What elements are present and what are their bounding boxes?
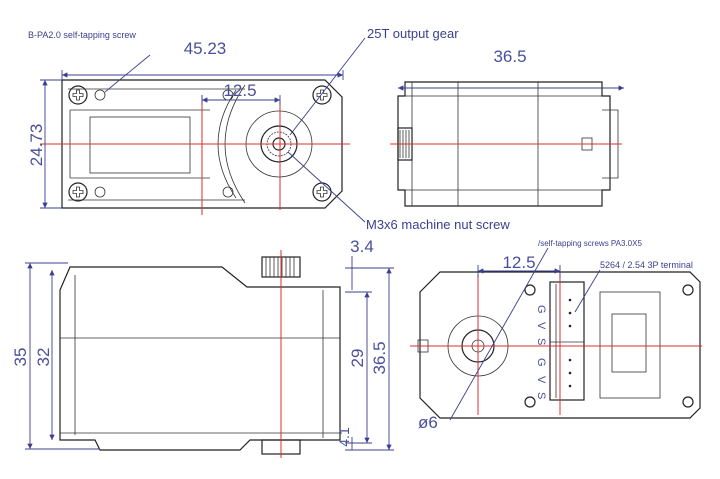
dim-36-5-side: 36.5 <box>493 47 526 66</box>
dim-diameter-6: ø6 <box>418 413 438 432</box>
side-view: 36.5 <box>390 47 624 207</box>
dim-29: 29 <box>348 349 367 368</box>
pin-label: V <box>535 322 547 330</box>
dim-12-5-top: 12.5 <box>223 81 256 100</box>
dim-32: 32 <box>34 348 53 367</box>
label-screws-bottom: /self-tapping screws PA3.0X5 <box>538 239 642 248</box>
label-output-gear: 25T output gear <box>367 26 459 41</box>
bottom-view: G V S G V S 12.5 ø6 /self-tapping screws… <box>410 239 702 432</box>
dim-12-5-bottom: 12.5 <box>502 253 535 272</box>
label-screw-top: B-PA2.0 self-tapping screw <box>28 30 136 40</box>
front-view: 35 32 29 36.5 3.4 4.1 <box>11 237 394 458</box>
pin-label: G <box>535 358 547 367</box>
label-nut-screw: M3x6 machine nut screw <box>366 217 510 232</box>
dim-4-1: 4.1 <box>336 427 352 447</box>
dim-3-4: 3.4 <box>350 237 374 256</box>
dim-45-23: 45.23 <box>184 39 227 58</box>
dim-35: 35 <box>11 348 30 367</box>
dim-36-5-front: 36.5 <box>370 341 389 374</box>
pin-label: V <box>535 376 547 384</box>
pin-label: S <box>535 392 547 399</box>
label-terminal: 5264 / 2.54 3P terminal <box>600 260 693 270</box>
pin-label: S <box>535 338 547 345</box>
dim-24-73: 24.73 <box>27 124 46 167</box>
pin-label: G <box>535 305 547 314</box>
top-view: 45.23 12.5 24.73 B-PA2.0 self-tapping sc… <box>27 26 510 232</box>
